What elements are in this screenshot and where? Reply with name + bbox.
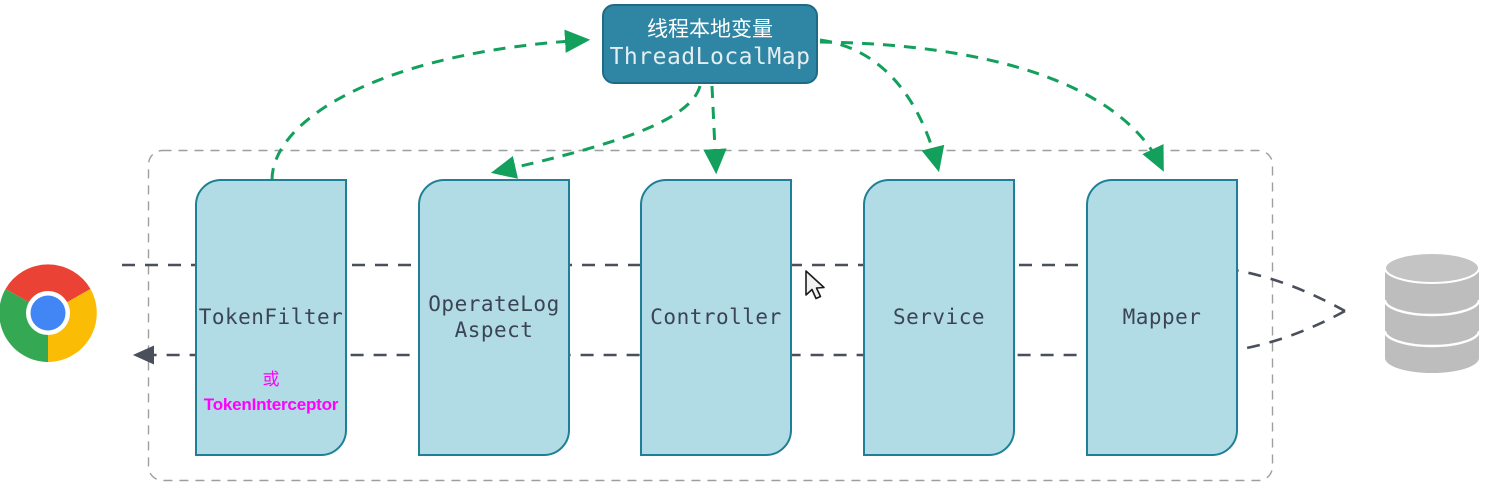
- flow-threadlocalmap-to-service: [819, 38, 945, 173]
- layer-label-controller: Controller: [650, 305, 782, 329]
- flow-threadlocalmap-to-mapper: [819, 40, 1164, 172]
- alt-note-cn: 或: [262, 370, 280, 389]
- layer-box-controller[interactable]: [640, 179, 792, 456]
- mouse-pointer: [805, 270, 825, 300]
- thread-local-map-box[interactable]: 线程本地变量 ThreadLocalMap: [602, 4, 818, 84]
- layer-label-token-filter: TokenFilter: [198, 305, 344, 329]
- flow-threadlocalmap-to-controller: [703, 85, 727, 175]
- layer-label-service: Service: [892, 305, 985, 329]
- layer-label-mapper: Mapper: [1122, 305, 1202, 329]
- thread-local-map-label-en: ThreadLocalMap: [609, 44, 811, 70]
- database-cylinder-icon: [1383, 252, 1481, 373]
- alt-note-en: TokenInterceptor: [203, 395, 339, 414]
- layer-box-token-filter[interactable]: [195, 179, 347, 456]
- thread-local-map-label-cn: 线程本地变量: [647, 18, 773, 41]
- chrome-browser-icon: [0, 264, 97, 362]
- token-filter-alternative-note: 或 TokenInterceptor: [195, 367, 347, 417]
- response-flow-line: [132, 309, 1346, 365]
- layer-box-service[interactable]: [863, 179, 1015, 456]
- flow-tokenfilter-to-threadlocalmap: [270, 29, 591, 181]
- request-flow-line: [122, 263, 1346, 313]
- layer-label-operate-log-aspect: OperateLog Aspect: [428, 292, 560, 342]
- flow-threadlocalmap-to-operatelogaspect: [490, 85, 702, 179]
- layer-box-operate-log-aspect[interactable]: [418, 179, 570, 456]
- layer-box-mapper[interactable]: [1086, 179, 1238, 456]
